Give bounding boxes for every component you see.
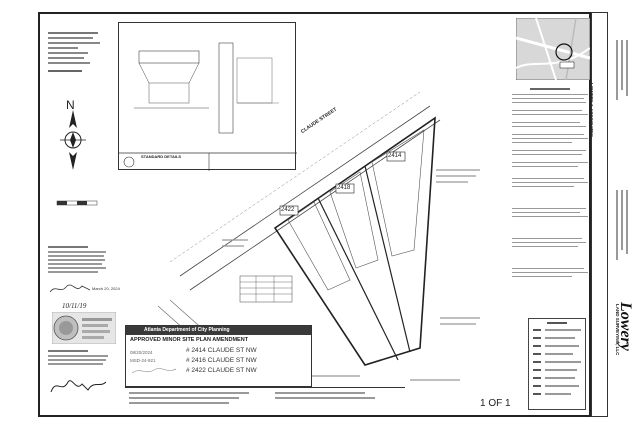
approval-stamp: Atlanta Department of City Planning APPR… [125, 325, 312, 387]
standard-details-box: STANDARD DETAILS [118, 22, 297, 171]
company-logo: Lowery LAND SURVEYING, LLC [612, 300, 638, 410]
stamp-signature [131, 368, 177, 374]
stamp-date: 08/20/2024 [130, 350, 153, 355]
company-title-strip: LOWERY & ASSOCIATES [589, 12, 608, 417]
certification-block [48, 350, 110, 380]
address-2416: # 2416 CLAUDE ST NW [186, 357, 257, 364]
address-2422: # 2422 CLAUDE ST NW [186, 367, 257, 374]
lot-label-2418: 2418 [337, 185, 351, 191]
survey-notes-column [512, 88, 590, 298]
signature-date: March 20, 2024 [92, 286, 120, 291]
lot-label-2414: 2414 [388, 153, 402, 159]
details-title: STANDARD DETAILS [141, 154, 182, 159]
north-letter: N [66, 98, 75, 112]
stamp-title: APPROVED MINOR SITE PLAN AMENDMENT [130, 337, 249, 343]
graphic-scale [56, 200, 98, 206]
vicinity-map [516, 18, 590, 80]
legend-block [528, 318, 586, 410]
company-name-sub: LAND SURVEYING, LLC [615, 304, 620, 356]
owner-info-block [48, 30, 106, 72]
stamp-case-number: MSD-24-921 [130, 358, 156, 363]
north-arrow-icon [60, 110, 86, 170]
title-block-upper [612, 20, 634, 280]
company-header: LOWERY & ASSOCIATES [589, 83, 594, 138]
seal-image [52, 312, 116, 344]
surveyor-signature [50, 380, 107, 393]
notes-block [48, 246, 110, 286]
signature-scribble [49, 284, 91, 293]
date-note: 10/11/19 [62, 302, 87, 310]
stamp-heading: Atlanta Department of City Planning [126, 326, 311, 335]
address-2414: # 2414 CLAUDE ST NW [186, 347, 257, 354]
bottom-notes [125, 387, 405, 412]
sheet-number: 1 OF 1 [480, 398, 511, 409]
lot-label-2422: 2422 [281, 207, 295, 213]
details-drawing [119, 42, 297, 171]
